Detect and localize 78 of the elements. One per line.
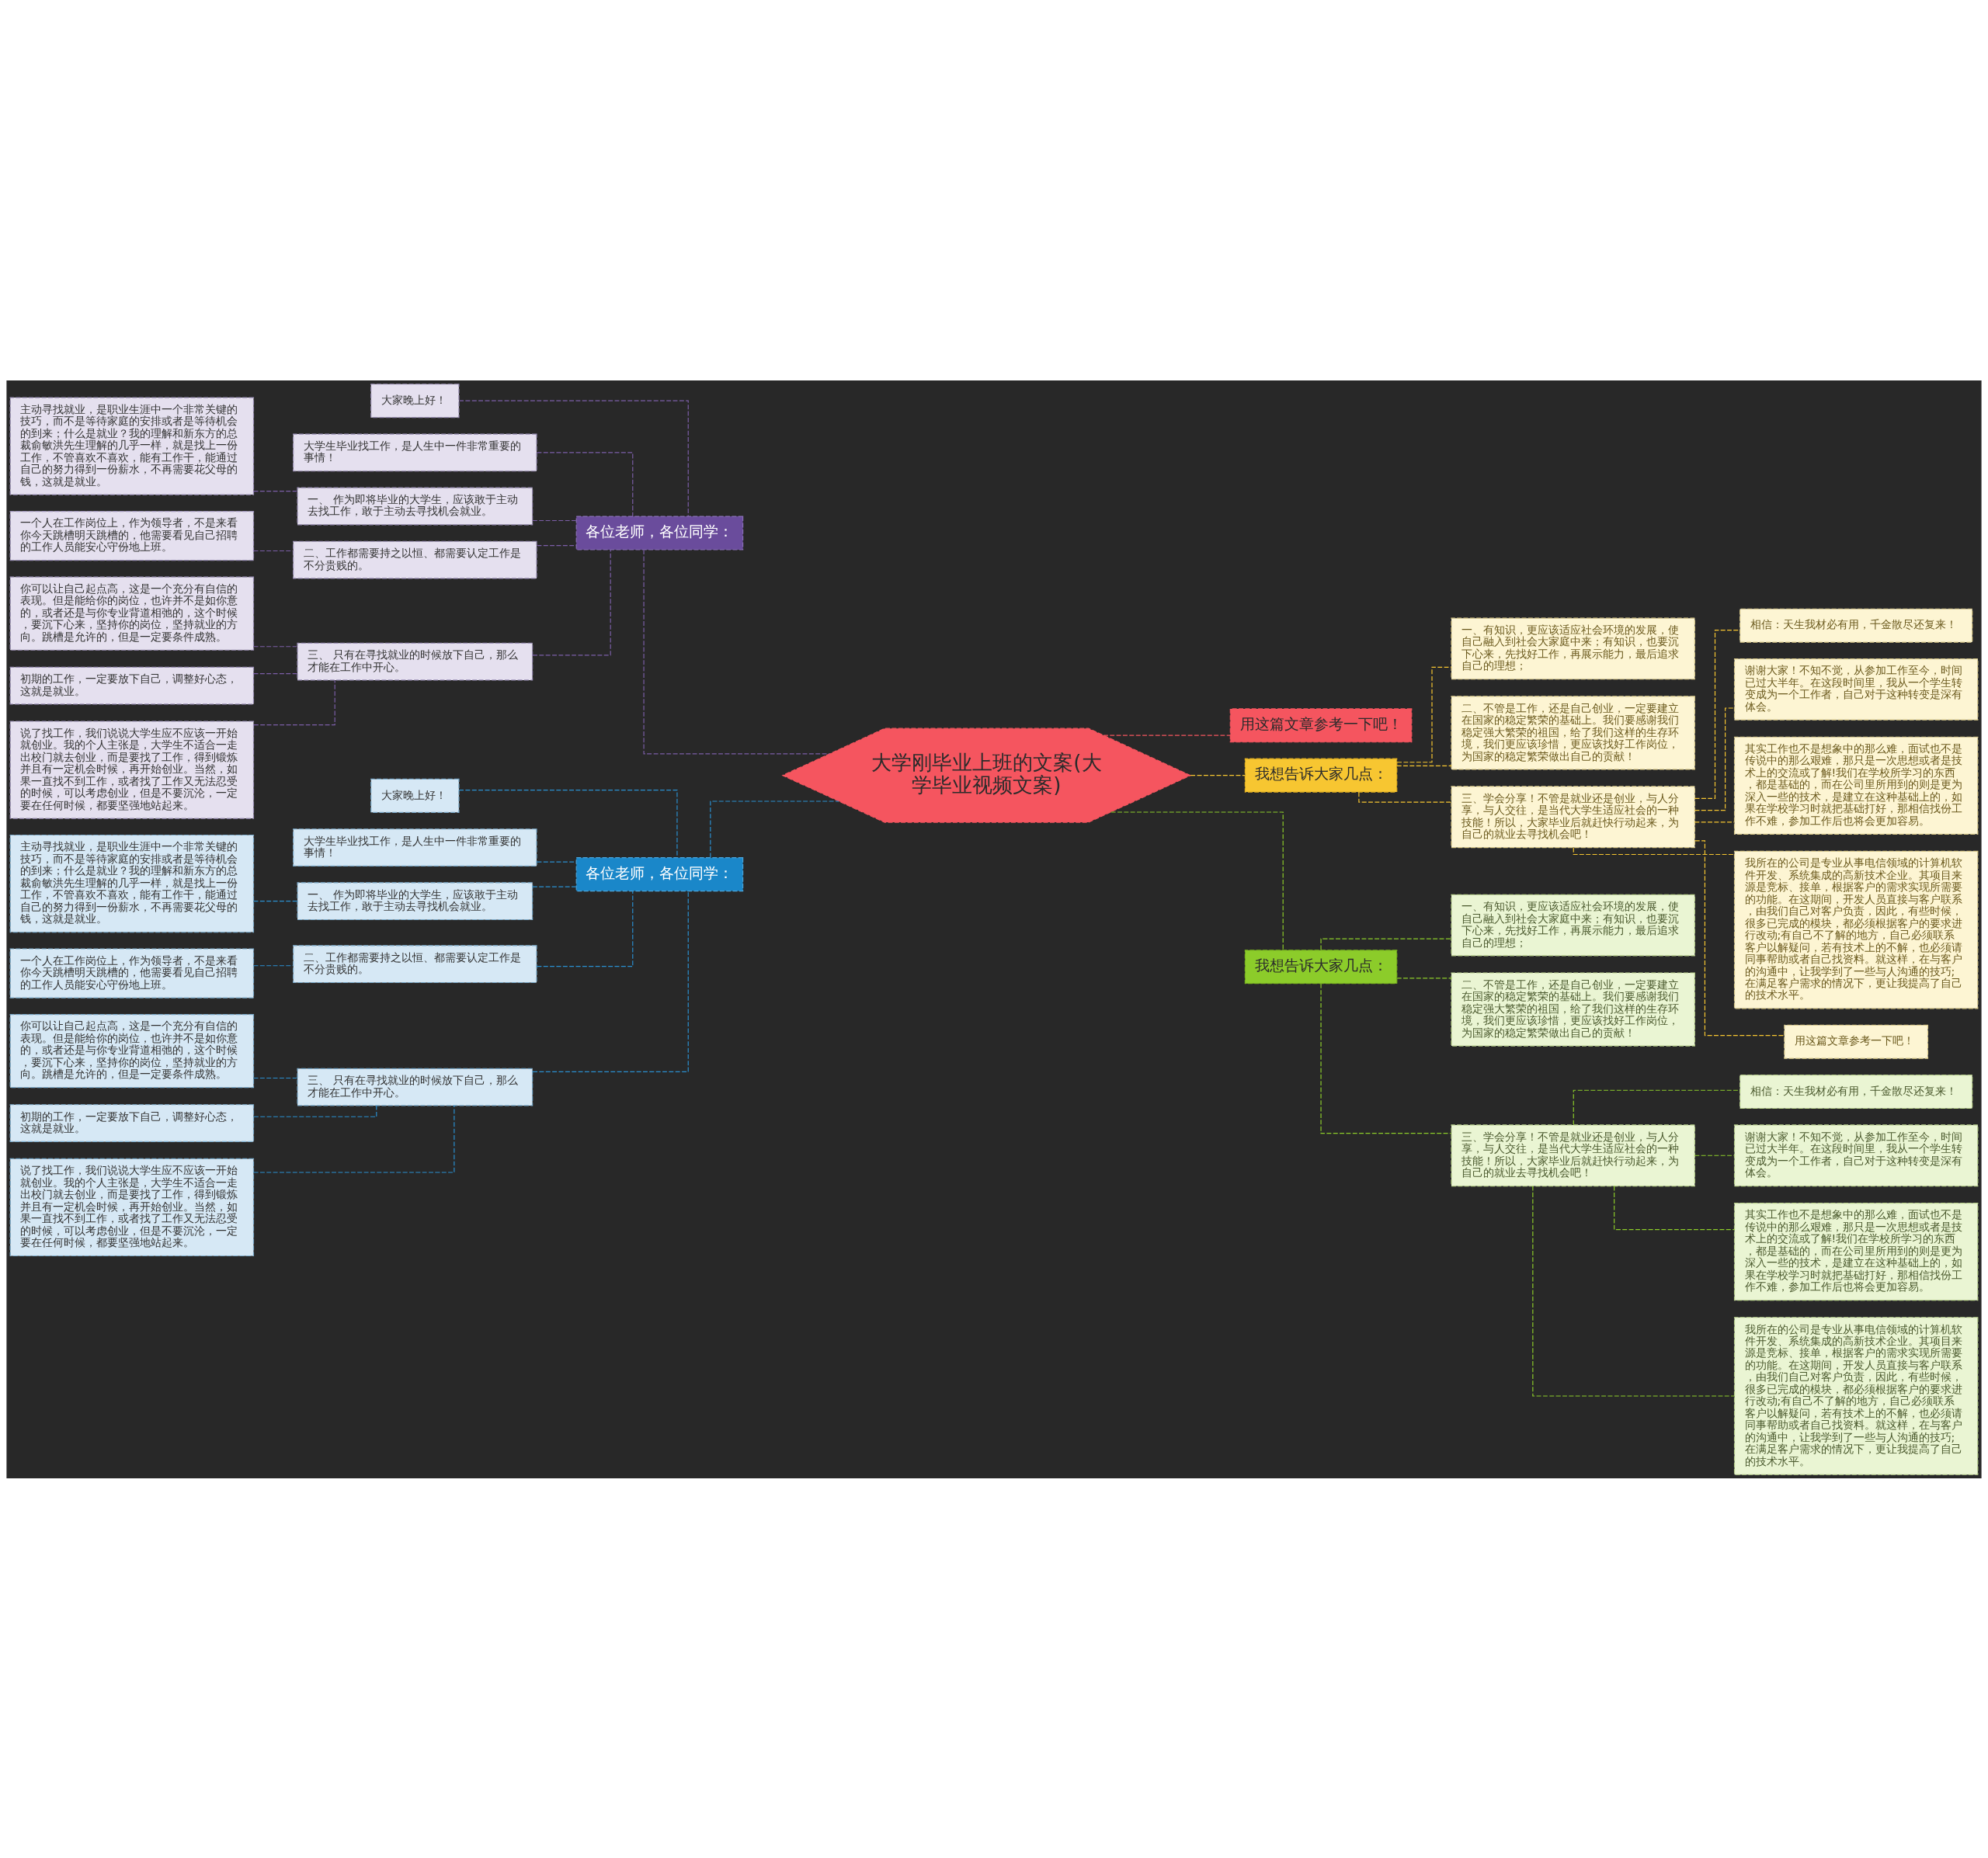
node-box: 说了找工作，我们说说大学生应不应该一开始就创业。我的个人主张是，大学生不适合一走出校门就去创业，而是要找了工作，得到锻炼并且有一定机会时候，再开始创业。当然，如果一直找不到工作，或者找了工作又无法忍受的时候，可以考虑创业，但是不要沉沦，一定要在任何时候，都要坚强地站起来。 xyxy=(9,1158,255,1256)
node-box: 其实工作也不是想象中的那么难，面试也不是传说中的那么艰难，那只是一次思想或者是技术上的交流或了解!我们在学校所学习的东西，都是基础的，而在公司里所用到的则是更为深入一些的技术，是建立在这种基础上的，如果在学校学习时就把基础打好，那相信找份工作不难，参加工作后也将会更加容易。 xyxy=(1733,736,1979,835)
node-box: 三、学会分享！不管是就业还是创业，与人分享，与人交往，是当代大学生适应社会的一种技能！所以，大家毕业后就赶快行动起来，为自己的就业去寻找机会吧！ xyxy=(1451,1123,1695,1186)
connector xyxy=(532,549,611,655)
connector xyxy=(252,672,298,674)
node-box: 我想告诉大家几点： xyxy=(1244,949,1398,984)
connector xyxy=(458,789,678,858)
node-box: 二、不管是工作，还是自己创业，一定要建立在国家的稳定繁荣的基础上。我们要感谢我们稳定强大繁荣的祖国，给了我们这样的生存环境，我们更应该珍惜，更应该找好工作岗位，为国家的稳定繁荣做出自己的贡献！ xyxy=(1451,695,1695,769)
node-box: 其实工作也不是想象中的那么难，面试也不是传说中的那么艰难，那只是一次思想或者是技术上的交流或了解!我们在学校所学习的东西，都是基础的，而在公司里所用到的则是更为深入一些的技术，是建立在这种基础上的，如果在学校学习时就把基础打好，那相信找份工作不难，参加工作后也将会更加容易。 xyxy=(1733,1202,1979,1301)
connector xyxy=(536,860,577,863)
connector xyxy=(1694,839,1785,1036)
connector xyxy=(252,1077,298,1078)
node-box: 大家晚上好！ xyxy=(370,778,460,813)
connector xyxy=(1573,846,1735,855)
connector xyxy=(536,890,634,967)
node-box: 各位老师，各位同学： xyxy=(575,516,744,550)
node-box: 你可以让自己起点高，这是一个充分有自信的表现。但是能给你的岗位，也许并不是如你意的，或者还是与你专业背道相弛的，这个时候，要沉下心来，坚持你的岗位，坚持就业的方向。跳槽是允许的，但是一定要条件成熟。 xyxy=(9,1013,255,1088)
connector xyxy=(1396,765,1452,766)
node-box: 二、不管是工作，还是自己创业，一定要建立在国家的稳定繁荣的基础上。我们要感谢我们稳定强大繁荣的祖国，给了我们这样的生存环境，我们更应该珍惜，更应该找好工作岗位，为国家的稳定繁荣做出自己的贡献！ xyxy=(1451,971,1695,1047)
node-box: 三、 只有在寻找就业的时候放下自己，那么才能在工作中开心。 xyxy=(297,1068,533,1106)
connector xyxy=(252,550,294,551)
node-box: 三、 只有在寻找就业的时候放下自己，那么才能在工作中开心。 xyxy=(297,642,533,681)
connector xyxy=(1190,774,1246,776)
connector xyxy=(1694,1155,1735,1156)
connector xyxy=(458,400,689,517)
node-box: 一、有知识，更应该适应社会环境的发展，使自己融入到社会大家庭中来；有知识，也要沉下心来，先找好工作，再展示能力，最后追求自己的理想； xyxy=(1451,894,1695,957)
connector xyxy=(1532,1185,1735,1397)
connector xyxy=(1103,734,1231,736)
connector xyxy=(1694,821,1735,823)
node-box: 一、有知识，更应该适应社会环境的发展，使自己融入到社会大家庭中来；有知识，也要沉下心来，先找好工作，再展示能力，最后追求自己的理想； xyxy=(1451,617,1695,679)
node-box: 说了找工作，我们说说大学生应不应该一开始就创业。我的个人主张是，大学生不适合一走出校门就去创业，而是要找了工作，得到锻炼并且有一定机会时候，再开始创业。当然，如果一直找不到工作，或者找了工作又无法忍受的时候，可以考虑创业，但是不要沉沦，一定要在任何时候，都要坚强地站起来。 xyxy=(9,720,255,819)
node-box: 大家晚上好！ xyxy=(370,383,460,418)
node-box: 三、学会分享！不管是就业还是创业，与人分享，与人交往，是当代大学生适应社会的一种技能！所以，大家毕业后就赶快行动起来，为自己的就业去寻找机会吧！ xyxy=(1451,785,1695,848)
connector xyxy=(1573,1089,1741,1125)
connector xyxy=(1614,1185,1736,1230)
connector xyxy=(1396,977,1452,978)
node-box: 用这篇文章参考一下吧！ xyxy=(1229,707,1413,742)
node-box: 大学生毕业找工作，是人生中一件非常重要的事情！ xyxy=(293,433,537,471)
node-box: 一、 作为即将毕业的大学生，应该敢于主动去找工作，敢于主动去寻找机会就业。 xyxy=(297,487,533,525)
connector xyxy=(1320,982,1452,1134)
connector xyxy=(536,451,634,517)
connector xyxy=(253,1104,377,1117)
connector xyxy=(252,645,298,647)
node-box: 二、工作都需要持之以恒、都需要认定工作是不分贵贱的。 xyxy=(293,944,537,983)
connector xyxy=(252,964,294,966)
connector xyxy=(1694,629,1741,799)
connector xyxy=(252,490,298,491)
node-box: 大学生毕业找工作，是人生中一件非常重要的事情！ xyxy=(293,828,537,866)
node-box: 初期的工作，一定要放下自己，调整好心态，这就是就业。 xyxy=(9,1103,255,1142)
node-box: 我想告诉大家几点： xyxy=(1244,758,1398,793)
node-box: 我所在的公司是专业从事电信领域的计算机软件开发、系统集成的高新技术企业。其项目来源是竞标、接单，根据客户的需求实现所需要的功能。在这期间，开发人员直接与客户联系，由我们自己对客户负责，因此，有些时候，很多已完成的模块，都必须根据客户的要求进行改动;有自己不了解的地方，自己必须联系客户以解疑问，若有技术上的不解，也必须请同事帮助或者自己找资料。就这样，在与客户的沟通中，让我学到了一些与人沟通的技巧;在满足客户需求的情况下，更让我提高了自己的技术水平。 xyxy=(1733,850,1979,1009)
node-box: 你可以让自己起点高，这是一个充分有自信的表现。但是能给你的岗位，也许并不是如你意的，或者还是与你专业背道相弛的，这个时候，要沉下心来，坚持你的岗位，坚持就业的方向。跳槽是允许的，但是一定要条件成熟。 xyxy=(9,576,255,651)
node-box: 各位老师，各位同学： xyxy=(575,856,744,891)
connector xyxy=(643,549,830,754)
node-box: 一个人在工作岗位上，作为领导者，不是来看你今天跳槽明天跳槽的，他需要看见自己招聘的工作人员能安心守份地上班。 xyxy=(9,510,255,561)
connector xyxy=(532,890,689,1072)
node-box: 我所在的公司是专业从事电信领域的计算机软件开发、系统集成的高新技术企业。其项目来源是竞标、接单，根据客户的需求实现所需要的功能。在这期间，开发人员直接与客户联系，由我们自己对客户负责，因此，有些时候，很多已完成的模块，都必须根据客户的要求进行改动;有自己不了解的地方，自己必须联系客户以解疑问，若有技术上的不解，也必须请同事帮助或者自己找资料。就这样，在与客户的沟通中，让我学到了一些与人沟通的技巧;在满足客户需求的情况下，更让我提高了自己的技术水平。 xyxy=(1733,1316,1979,1475)
node-box: 初期的工作，一定要放下自己，调整好心态，这就是就业。 xyxy=(9,666,255,705)
connector xyxy=(532,519,577,521)
node-box: 主动寻找就业，是职业生涯中一个非常关键的技巧，而不是等待家庭的安排或者是等待机会的到来；什么是就业？我的理解和新东方的总裁俞敏洪先生理解的几乎一样，就是找上一份工作，不管喜欢不喜欢，能有工作干，能通过自己的努力得到一份薪水，不再需要花父母的钱，这就是就业。 xyxy=(9,396,255,495)
node-box: 谢谢大家！不知不觉，从参加工作至今，时间已过大半年。在这段时间里，我从一个学生转变成为一个工作者，自己对于这种转变是深有体会。 xyxy=(1733,1123,1979,1186)
connector xyxy=(532,886,577,887)
node-box: 二、工作都需要持之以恒、都需要认定工作是不分贵贱的。 xyxy=(293,540,537,579)
node-box: 谢谢大家！不知不觉，从参加工作至今，时间已过大半年。在这段时间里，我从一个学生转变成为一个工作者，自己对于这种转变是深有体会。 xyxy=(1733,658,1979,721)
connector xyxy=(252,900,298,901)
connector xyxy=(253,679,335,725)
connector xyxy=(536,544,577,546)
node-box: 用这篇文章参考一下吧！ xyxy=(1784,1024,1929,1059)
node-box: 一、 作为即将毕业的大学生，应该敢于主动去找工作，敢于主动去寻找机会就业。 xyxy=(297,881,533,920)
node-box: 一个人在工作岗位上，作为领导者，不是来看你今天跳槽明天跳槽的，他需要看见自己招聘的工作人员能安心守份地上班。 xyxy=(9,947,255,998)
node-box: 相信：天生我材必有用，千金散尽还复来！ xyxy=(1740,608,1973,643)
connector xyxy=(1110,811,1284,950)
connector xyxy=(710,800,839,858)
node-box: 相信：天生我材必有用，千金散尽还复来！ xyxy=(1740,1074,1973,1109)
connector xyxy=(1320,938,1452,950)
connector xyxy=(253,1104,455,1173)
connector xyxy=(1694,707,1735,811)
node-box: 主动寻找就业，是职业生涯中一个非常关键的技巧，而不是等待家庭的安排或者是等待机会的到来；什么是就业？我的理解和新东方的总裁俞敏洪先生理解的几乎一样，就是找上一份工作，不管喜欢不喜欢，能有工作干，能通过自己的努力得到一份薪水，不再需要花父母的钱，这就是就业。 xyxy=(9,834,255,932)
